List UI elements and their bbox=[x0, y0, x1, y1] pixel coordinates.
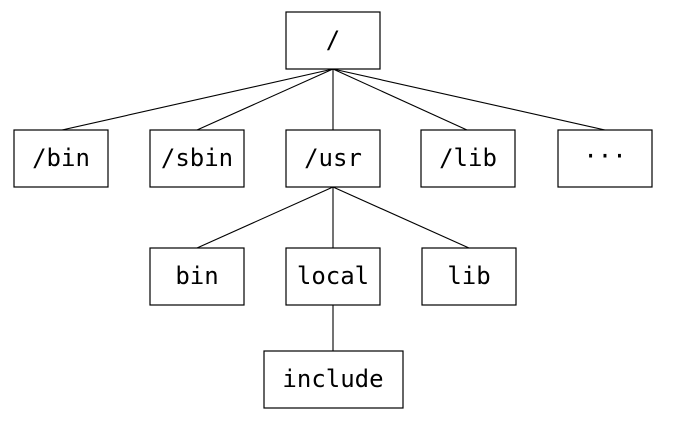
node-root: / bbox=[285, 11, 381, 70]
node-sbin-label: /sbin bbox=[161, 144, 233, 172]
edge-root-bin bbox=[61, 68, 334, 131]
tree-edges bbox=[61, 68, 606, 351]
node-include-label: include bbox=[282, 365, 383, 393]
edge-root-sbin bbox=[196, 68, 334, 131]
node-bin: /bin bbox=[13, 129, 109, 188]
node-usr-bin: bin bbox=[149, 247, 245, 306]
node-more-label: ··· bbox=[583, 142, 626, 170]
node-usr-lib-label: lib bbox=[447, 262, 490, 290]
node-bin-label: /bin bbox=[32, 144, 90, 172]
node-lib: /lib bbox=[420, 129, 516, 188]
node-more: ··· bbox=[557, 129, 653, 188]
node-root-label: / bbox=[326, 26, 340, 54]
edge-root-more bbox=[332, 68, 606, 131]
edge-usr-lib bbox=[332, 186, 470, 249]
node-usr-local: local bbox=[285, 247, 381, 306]
edge-usr-bin bbox=[196, 186, 334, 249]
node-lib-label: /lib bbox=[439, 144, 497, 172]
edge-root-lib bbox=[332, 68, 468, 131]
node-usr-local-label: local bbox=[297, 262, 369, 290]
node-usr: /usr bbox=[285, 129, 381, 188]
node-sbin: /sbin bbox=[149, 129, 245, 188]
node-usr-lib: lib bbox=[421, 247, 517, 306]
node-usr-bin-label: bin bbox=[175, 262, 218, 290]
node-include: include bbox=[263, 350, 404, 409]
node-usr-label: /usr bbox=[304, 144, 362, 172]
